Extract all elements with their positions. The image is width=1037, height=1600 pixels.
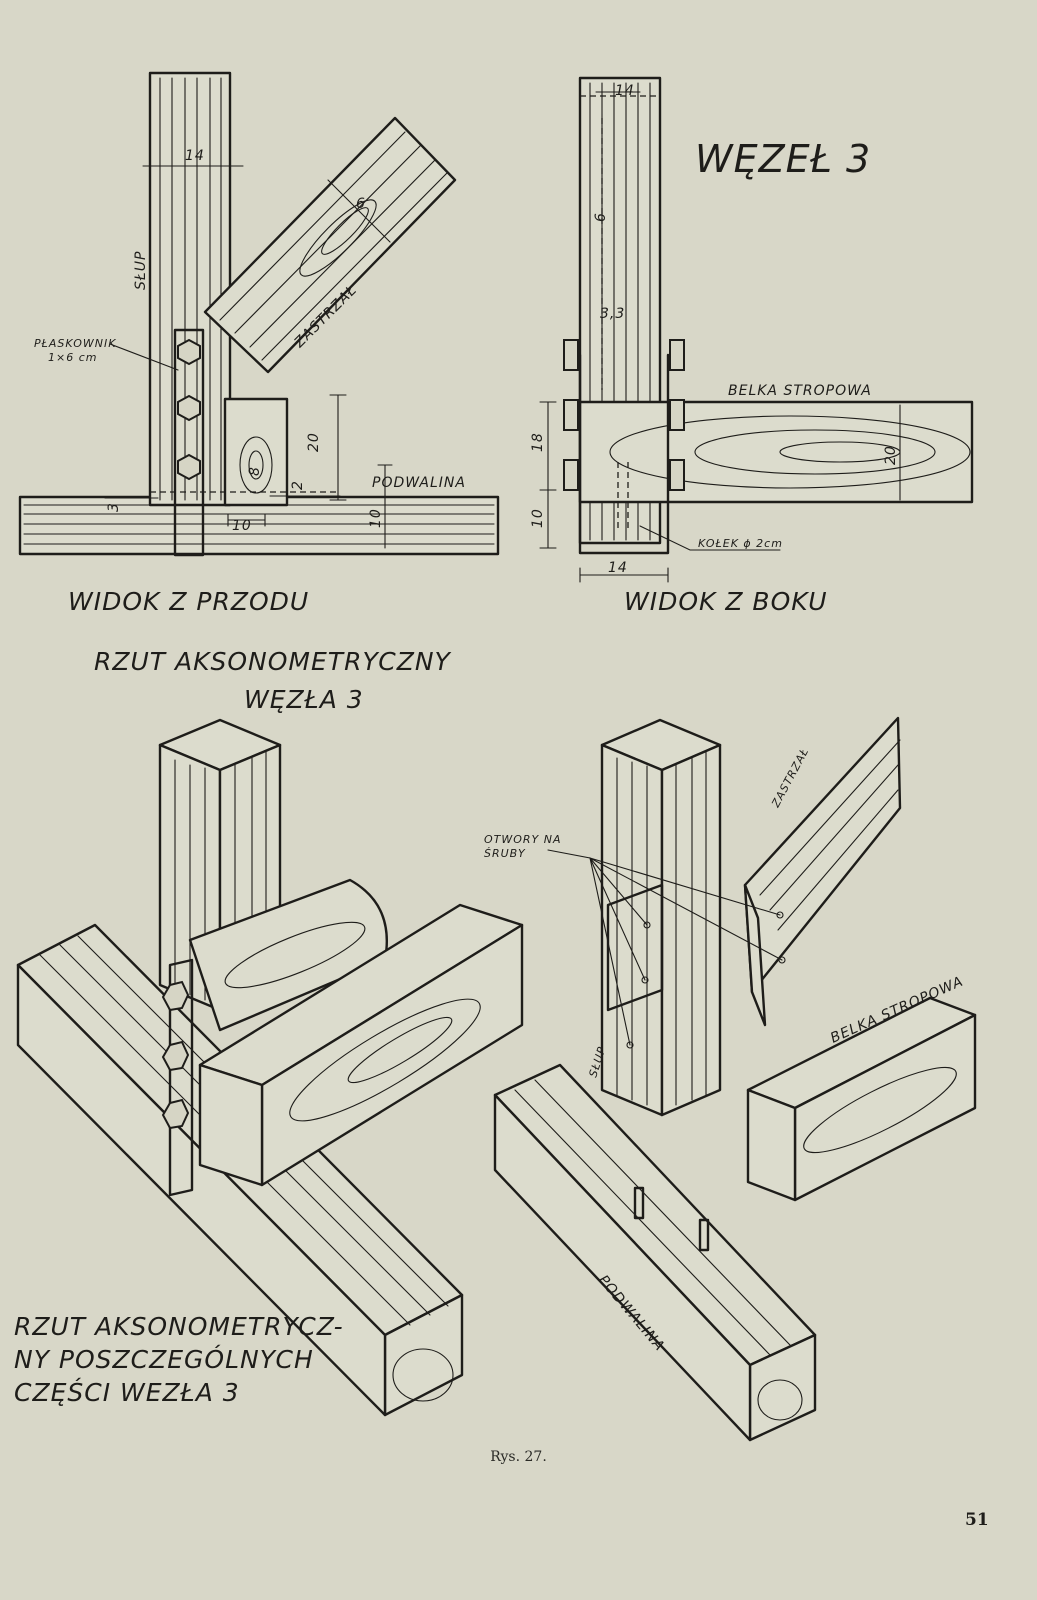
figure-title: WĘZEŁ 3 <box>695 137 871 181</box>
parts-label-bolt-holes-2: ŚRUBY <box>484 847 526 860</box>
page-number: 51 <box>965 1510 989 1530</box>
front-label-sill: PODWALINA <box>372 475 466 491</box>
front-sill <box>18 495 500 556</box>
side-label-dowel: KOŁEK ϕ 2cm <box>698 537 783 550</box>
side-dim-bolt-spacing: 3,3 <box>600 306 625 322</box>
front-label-flat-bar-size: 1×6 cm <box>48 351 97 364</box>
front-brace <box>203 116 457 374</box>
front-dim-small-gap: 2 <box>290 480 306 490</box>
side-bolt-icon <box>563 339 685 491</box>
assembled-flat-bar <box>161 958 194 1197</box>
side-view-heading: WIDOK Z BOKU <box>624 587 828 616</box>
side-dim-sill-height: 10 <box>530 508 546 528</box>
front-label-post: SŁUP <box>133 251 149 290</box>
front-dim-bottom-width: 10 <box>232 518 252 534</box>
axonometric-assembled: RZUT AKSONOMETRYCZNY WĘZŁA 3 <box>16 647 524 1417</box>
assembled-floor-beam <box>198 903 524 1187</box>
parts-label-bolt-holes-1: OTWORY NA <box>484 833 562 846</box>
front-dim-sill-height: 10 <box>368 508 384 528</box>
front-dim-block-depth: 8 <box>247 466 263 476</box>
figure-caption: Rys. 27. <box>490 1449 547 1465</box>
side-dim-beam-height-right: 20 <box>883 445 899 465</box>
front-view-heading: WIDOK Z PRZODU <box>68 587 309 616</box>
assembled-heading-line2: WĘZŁA 3 <box>244 685 364 714</box>
front-dim-post-width: 14 <box>185 148 205 164</box>
bolt-holes-leaders <box>547 849 783 1046</box>
side-dim-bottom-width: 14 <box>608 560 628 576</box>
parts-floor-beam <box>746 996 977 1202</box>
side-floor-beam <box>578 400 974 504</box>
front-view: 14 6 20 10 3 10 2 8 SŁUP ZASTRZAŁ PŁASKO… <box>18 71 500 616</box>
front-block <box>223 397 289 507</box>
side-dim-top-width: 14 <box>615 83 635 99</box>
parts-sill <box>493 1063 817 1442</box>
parts-heading-line3: CZĘŚCI WEZŁA 3 <box>14 1377 240 1407</box>
parts-heading-line2: NY POSZCZEGÓLNYCH <box>14 1344 314 1374</box>
side-dimension-lines <box>539 91 901 583</box>
front-dim-sill-offset: 3 <box>106 502 122 512</box>
side-dim-notch: 6 <box>593 212 609 222</box>
side-view: 14 6 3,3 18 20 10 14 WĘZEŁ 3 BELKA STROP… <box>530 76 974 616</box>
assembled-heading-line1: RZUT AKSONOMETRYCZNY <box>94 647 452 676</box>
side-bracket <box>578 353 670 555</box>
parts-heading-line1: RZUT AKSONOMETRYCZ- <box>14 1312 344 1341</box>
front-dimension-lines <box>104 165 393 549</box>
side-label-floor-beam: BELKA STROPOWA <box>728 383 872 399</box>
front-bolt-icon <box>177 338 201 481</box>
front-post <box>148 71 232 507</box>
front-flat-bar <box>173 328 205 557</box>
parts-post <box>600 718 722 1117</box>
front-dim-brace-width: 6 <box>356 196 366 212</box>
parts-label-brace: ZASTRZAŁ <box>769 745 812 810</box>
side-dim-beam-height-left: 18 <box>530 432 546 452</box>
front-dim-block-height: 20 <box>306 432 322 452</box>
parts-brace <box>743 716 902 1027</box>
side-dowel <box>617 462 629 528</box>
front-label-flat-bar: PŁASKOWNIK <box>34 337 116 350</box>
